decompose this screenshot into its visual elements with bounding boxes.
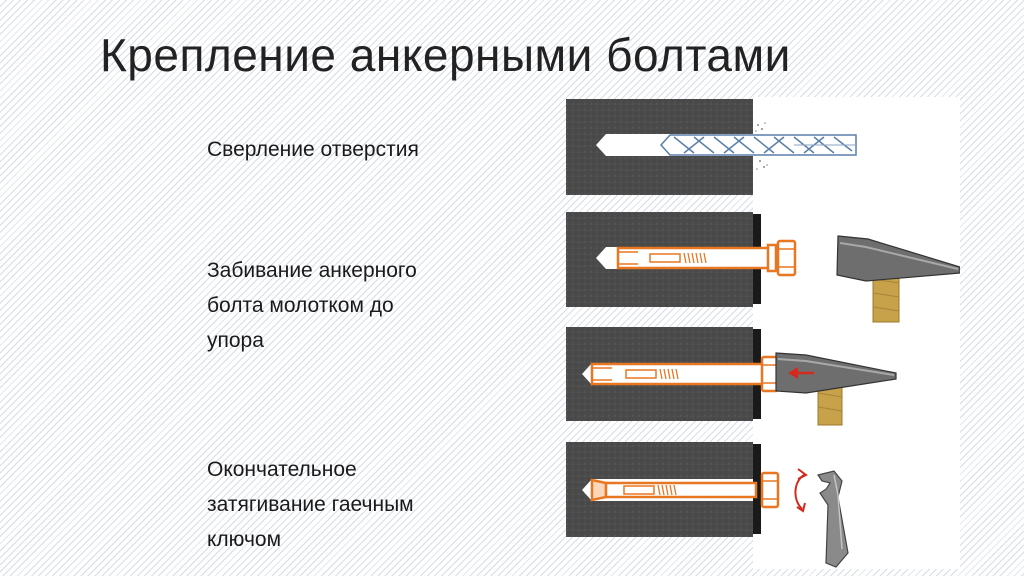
step-line: Сверление отверстия — [207, 138, 419, 161]
step-hammering-text: Забивание анкерного болта молотком до уп… — [207, 253, 417, 358]
illustration-background — [753, 97, 960, 569]
drilling-panel — [566, 99, 857, 195]
anchor-bolt — [590, 355, 780, 393]
drill-dust — [755, 122, 768, 170]
wrench-icon — [817, 470, 849, 568]
driven-panel — [566, 327, 897, 426]
hammer-icon — [775, 352, 897, 426]
step-line: ключом — [207, 528, 282, 551]
direction-arrow-icon — [788, 367, 814, 379]
step-tightening-text: Окончательное затягивание гаечным ключом — [207, 452, 414, 557]
step-line: затягивание гаечным — [207, 493, 414, 516]
anchor-bolt — [616, 239, 797, 277]
step-line: Забивание анкерного — [207, 259, 417, 282]
tightening-panel — [566, 442, 849, 568]
hammering-panel — [566, 212, 960, 323]
rotation-arrow-icon — [794, 468, 808, 513]
hammer-icon — [836, 235, 960, 323]
step-line: упора — [207, 329, 264, 352]
step-line: болта молотком до — [207, 294, 394, 317]
step-drilling-text: Сверление отверстия — [207, 132, 419, 167]
slide-title: Крепление анкерными болтами — [100, 29, 791, 81]
step-line: Окончательное — [207, 458, 357, 481]
drill-bit-icon — [659, 134, 857, 156]
anchor-bolt-illustration — [566, 99, 960, 568]
anchor-bolt — [590, 471, 780, 509]
